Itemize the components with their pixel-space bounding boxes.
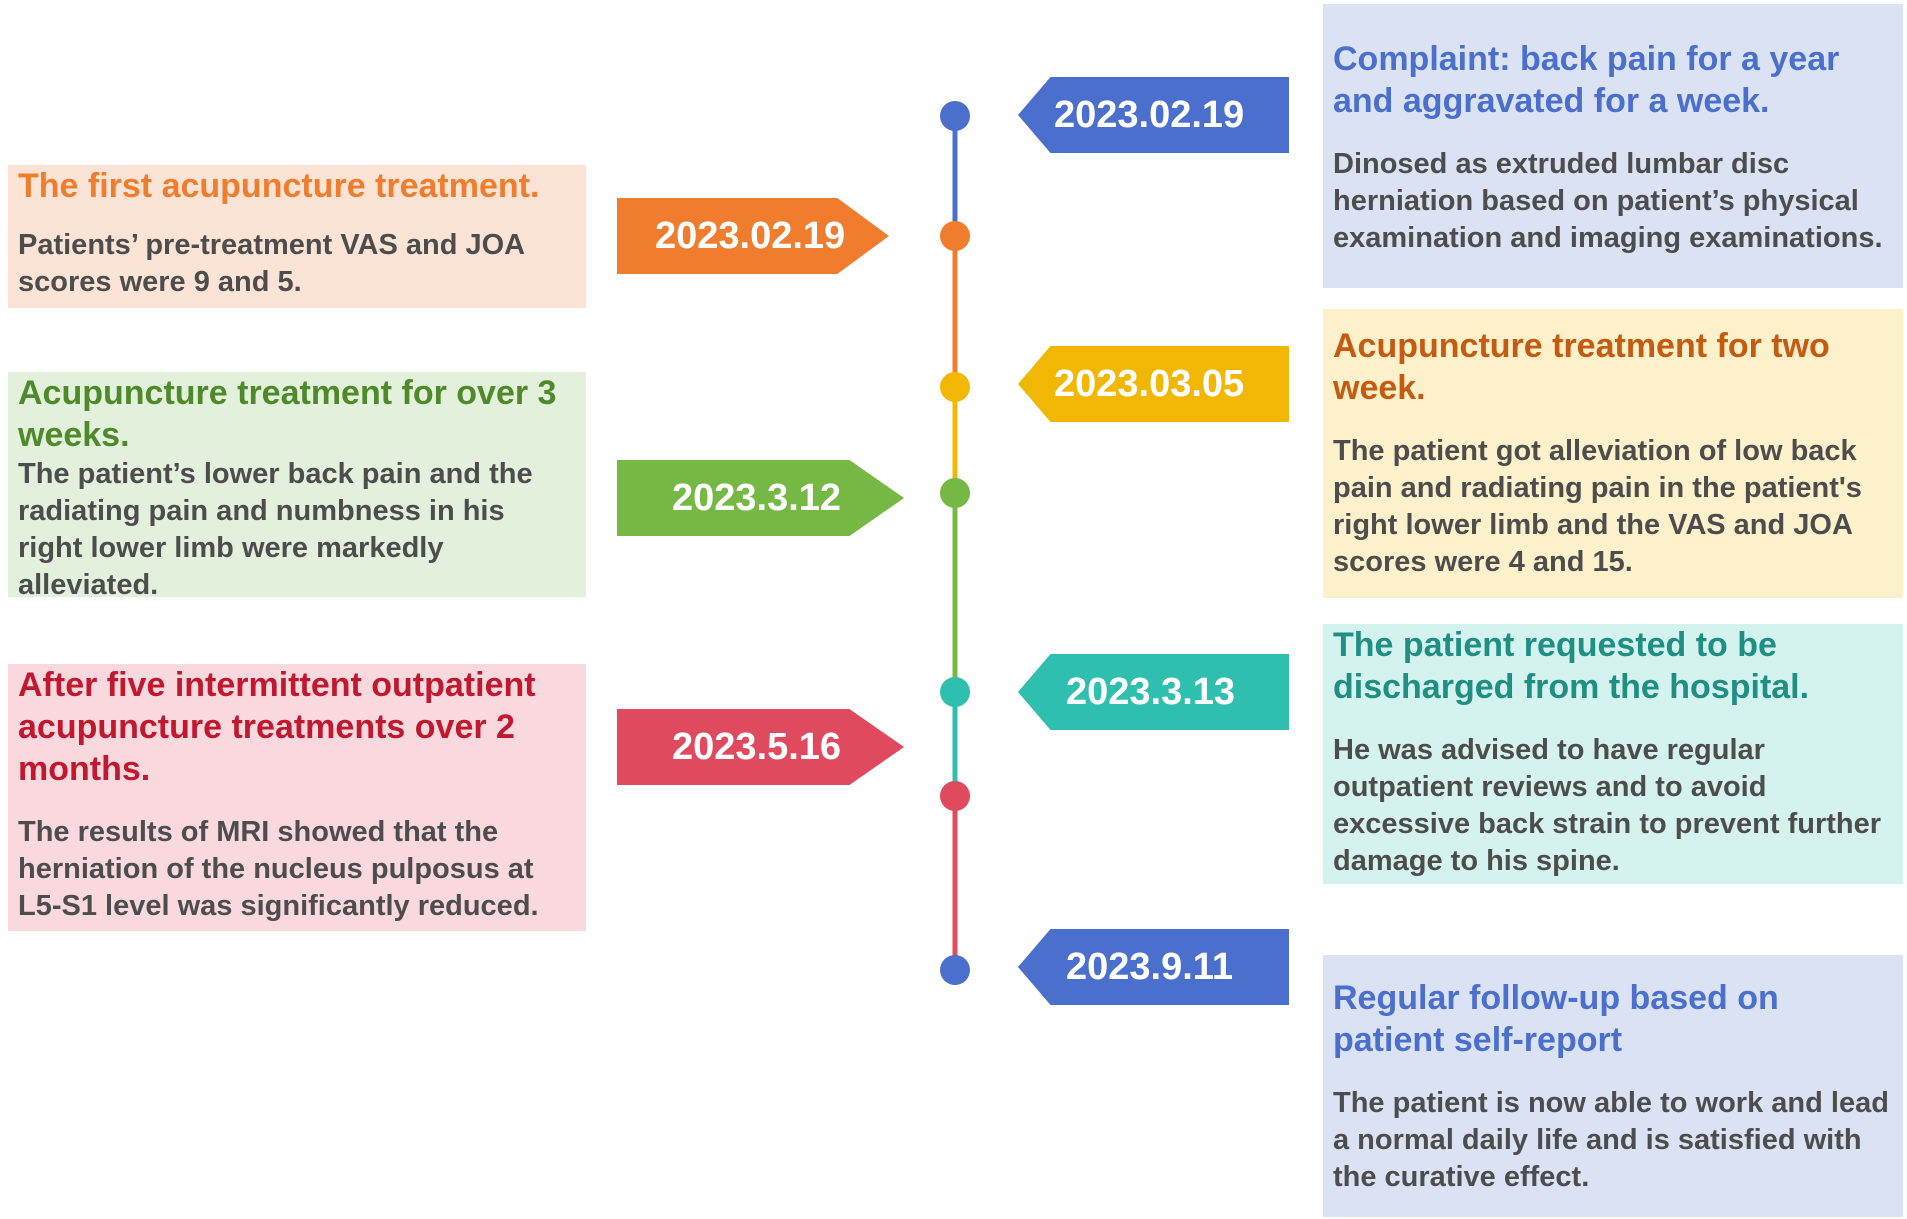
- event-body: The patient got alleviation of low back …: [1333, 435, 1862, 578]
- event-body: The results of MRI showed that the herni…: [18, 816, 539, 922]
- event-card-6: After five intermittent outpatient acupu…: [8, 664, 586, 931]
- event-title: Complaint: back pain for a year and aggr…: [1333, 40, 1840, 120]
- event-card-7: Regular follow-up based on patient self-…: [1323, 955, 1903, 1217]
- date-tag-7: 2023.9.11: [1018, 929, 1289, 1005]
- date-tag-6: 2023.5.16: [617, 709, 904, 785]
- event-title: Regular follow-up based on patient self-…: [1333, 979, 1779, 1059]
- date-tag-1: 2023.02.19: [1018, 77, 1289, 153]
- event-card-2: The first acupuncture treatment. Patient…: [8, 165, 586, 308]
- event-title: The first acupuncture treatment.: [18, 167, 540, 205]
- event-body: Patients’ pre-treatment VAS and JOA scor…: [18, 229, 525, 298]
- date-tag-4: 2023.3.12: [617, 460, 904, 536]
- event-body: The patient’s lower back pain and the ra…: [18, 458, 533, 601]
- date-tag-5: 2023.3.13: [1018, 654, 1289, 730]
- timeline-dot: [940, 478, 970, 508]
- timeline-dots: [940, 101, 970, 985]
- event-title: The patient requested to be discharged f…: [1333, 626, 1810, 706]
- event-card-4: Acupuncture treatment for over 3 weeks. …: [8, 372, 586, 601]
- date-label: 2023.3.12: [672, 477, 842, 519]
- timeline-dot: [940, 372, 970, 402]
- event-title: Acupuncture treatment for two week.: [1333, 327, 1830, 407]
- timeline-dot: [940, 101, 970, 131]
- event-title: After five intermittent outpatient acupu…: [18, 666, 536, 788]
- date-label: 2023.3.13: [1066, 671, 1236, 713]
- date-tag-2: 2023.02.19: [617, 198, 889, 274]
- date-tag-3: 2023.03.05: [1018, 346, 1289, 422]
- event-card-3: Acupuncture treatment for two week. The …: [1323, 309, 1903, 598]
- event-card-5: The patient requested to be discharged f…: [1323, 624, 1903, 884]
- event-body: The patient is now able to work and lead…: [1333, 1087, 1889, 1193]
- timeline-dot: [940, 677, 970, 707]
- date-label: 2023.02.19: [655, 215, 846, 257]
- timeline-dot: [940, 221, 970, 251]
- date-label: 2023.02.19: [1054, 94, 1245, 136]
- event-body: Dinosed as extruded lumbar disc herniati…: [1333, 148, 1883, 254]
- date-label: 2023.03.05: [1054, 363, 1245, 405]
- event-body: He was advised to have regular outpatien…: [1333, 734, 1882, 877]
- timeline-dot: [940, 781, 970, 811]
- date-label: 2023.5.16: [672, 726, 842, 768]
- event-card-1: Complaint: back pain for a year and aggr…: [1323, 4, 1903, 288]
- timeline-dot: [940, 955, 970, 985]
- date-label: 2023.9.11: [1066, 946, 1233, 988]
- event-title: Acupuncture treatment for over 3 weeks.: [18, 374, 557, 454]
